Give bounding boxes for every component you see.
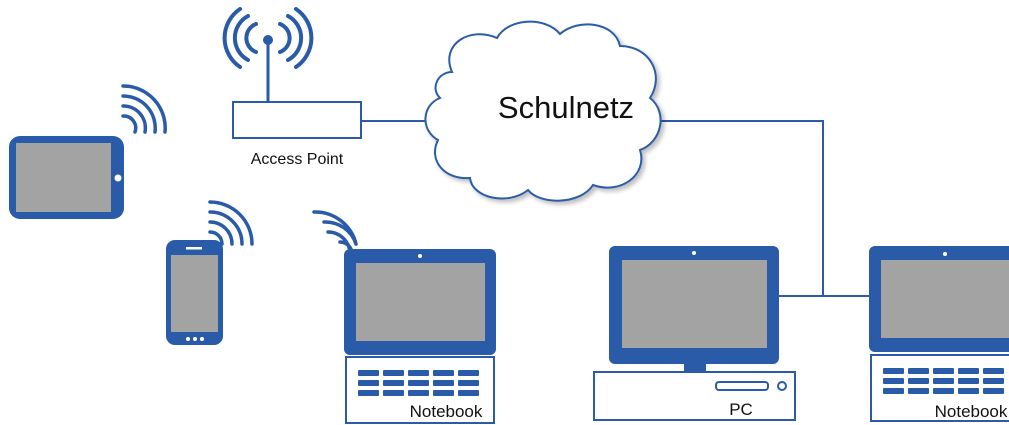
connection-lines [361,120,869,297]
keyboard-keys [883,368,1004,394]
wifi-signal-icon [312,210,358,256]
access-point-label: Access Point [251,151,344,168]
tablet [9,84,167,219]
cloud-icon [424,20,662,202]
antenna-icon [263,35,273,102]
network-label: Schulnetz [498,90,634,125]
pc-icon [593,246,796,421]
notebook-icon [344,249,496,424]
notebook-right: Notebook [869,246,1009,422]
tablet-icon [9,136,124,219]
notebook-center-label: Notebook [410,402,483,421]
disk-drive [715,381,769,391]
access-point-box [232,101,362,139]
pc: PC [593,246,796,421]
pc-case [593,371,796,421]
pc-label: PC [729,400,753,419]
smartphone-icon [166,240,223,345]
line-cloud-to-switch [636,120,824,296]
wifi-signal-icon [121,84,167,134]
smartphone [166,200,254,345]
notebook-right-label: Notebook [935,402,1008,421]
power-button [777,381,787,391]
notebook-icon [869,246,1009,422]
keyboard-keys [358,370,479,396]
wifi-signal-icon [222,7,314,69]
access-point: Access Point [222,7,362,168]
notebook-center: Notebook [312,210,496,424]
wifi-signal-icon [208,200,254,246]
